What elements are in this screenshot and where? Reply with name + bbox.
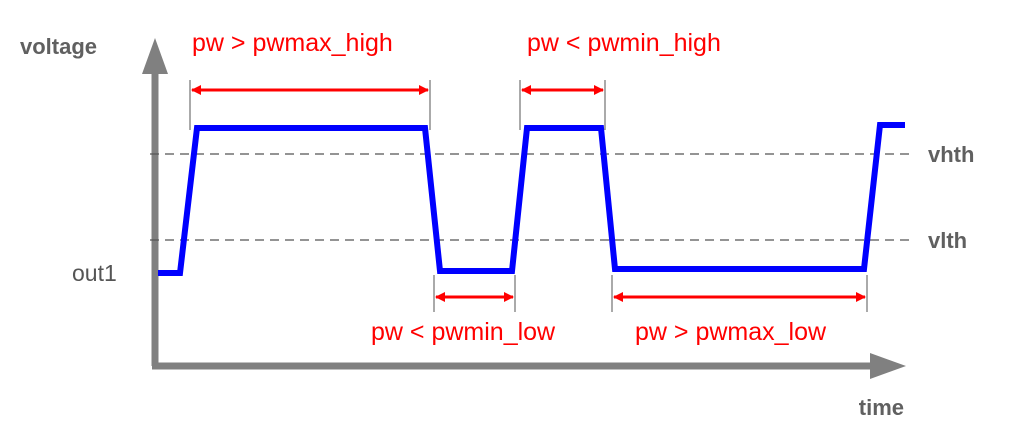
annotation-pwmin-high: pw < pwmin_high xyxy=(527,29,721,57)
y-axis-arrowhead xyxy=(142,38,168,74)
y-axis-label: voltage xyxy=(20,34,97,59)
vhth-label: vhth xyxy=(928,142,974,167)
axes xyxy=(142,38,906,379)
annotation-pwmin-low: pw < pwmin_low xyxy=(371,318,556,346)
pulse-extension-lines xyxy=(189,80,868,312)
x-axis-label: time xyxy=(859,395,904,420)
waveform xyxy=(158,122,905,276)
annotation-pwmax-low: pw > pwmax_low xyxy=(635,318,827,346)
annotation-pwmax-high: pw > pwmax_high xyxy=(192,29,393,57)
pulse-width-arrows xyxy=(191,85,866,302)
out1-level-label: out1 xyxy=(72,260,117,286)
x-axis-arrowhead xyxy=(870,353,906,379)
vlth-label: vlth xyxy=(928,228,967,253)
